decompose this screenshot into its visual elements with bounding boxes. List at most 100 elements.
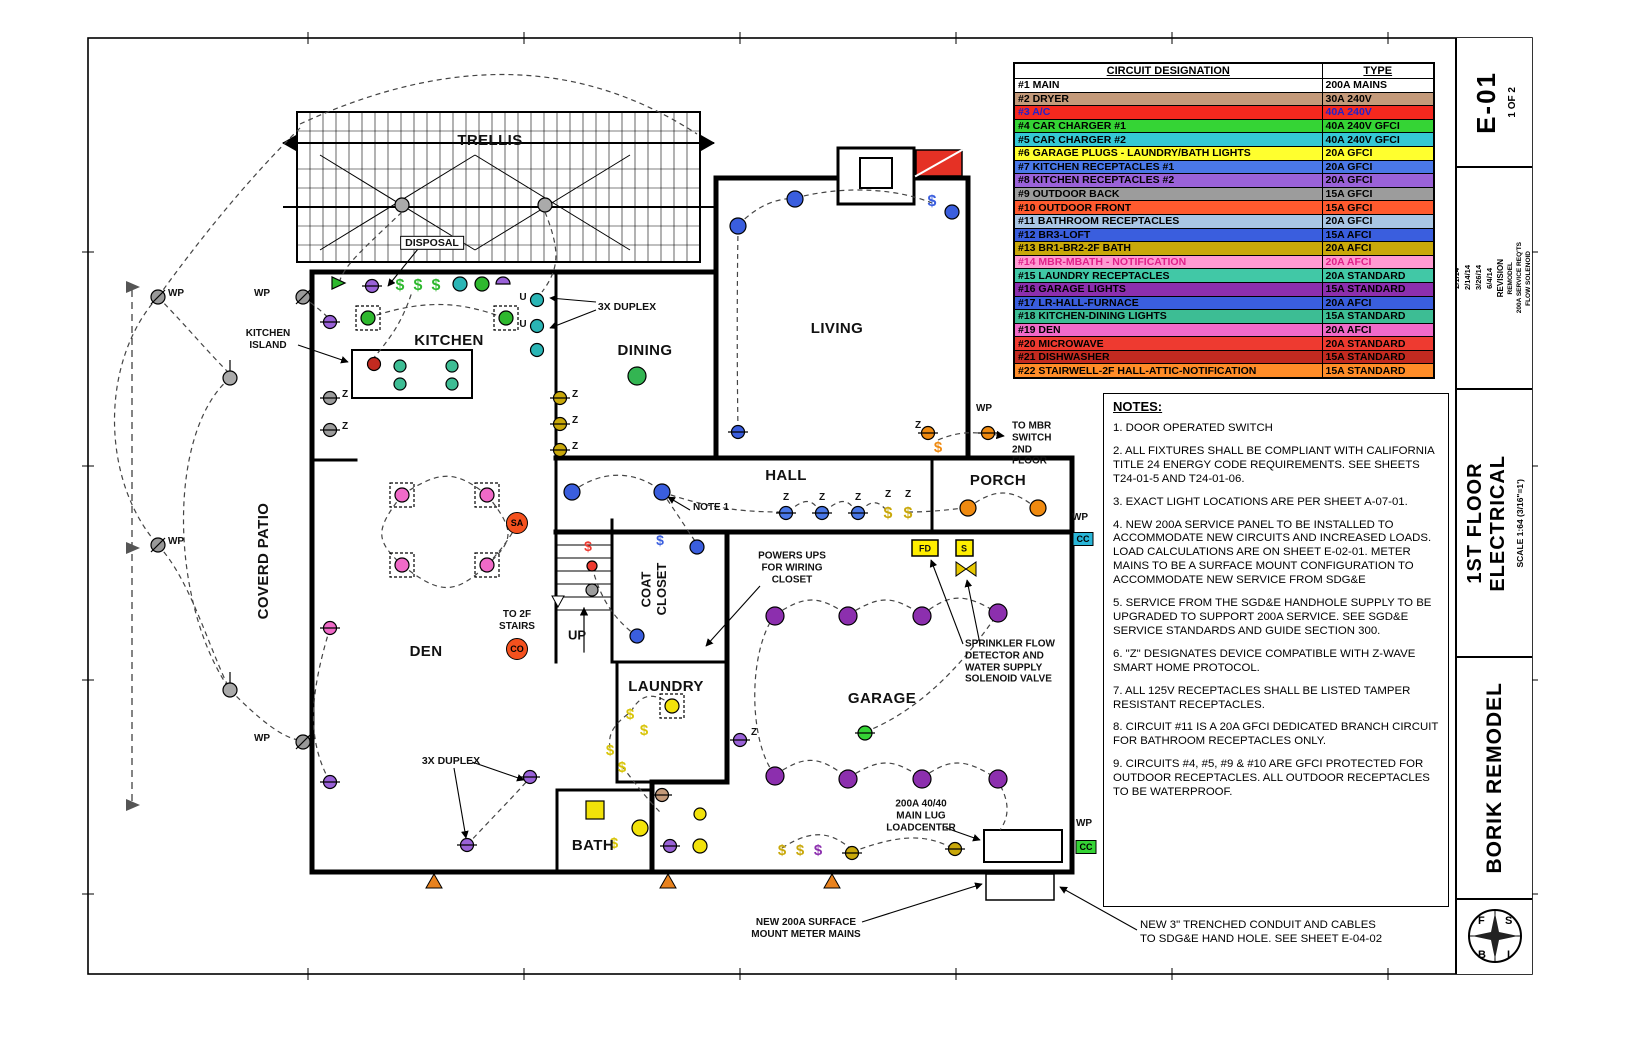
circuit-designation: #21 DISHWASHER — [1013, 349, 1323, 365]
wp-badge: WP — [167, 536, 185, 548]
svg-text:$: $ — [414, 277, 423, 294]
z-badge: Z — [341, 421, 349, 433]
sheet-scale: SCALE 1:64 (3/16"=1') — [1515, 478, 1525, 568]
circuit-designation: #6 GARAGE PLUGS - LAUNDRY/BATH LIGHTS — [1013, 145, 1323, 161]
svg-text:$: $ — [796, 842, 805, 859]
room-label-porch: PORCH — [969, 472, 1027, 490]
notes-panel: NOTES: 1. DOOR OPERATED SWITCH 2. ALL FI… — [1103, 393, 1449, 907]
revision-date: 2/14/14 — [1463, 265, 1473, 291]
svg-text:S: S — [1505, 915, 1512, 927]
revision-date: 3/26/14 — [1474, 265, 1484, 291]
room-label-garage: GARAGE — [847, 690, 917, 708]
note-item: 4. NEW 200A SERVICE PANEL TO BE INSTALLE… — [1113, 518, 1432, 587]
wp-badge: WP — [1071, 512, 1089, 524]
room-label-coverd-patio: COVERD PATIO — [255, 502, 273, 620]
flow-detector-badge: FD — [919, 543, 931, 554]
note-item: 9. CIRCUITS #4, #5, #9 & #10 ARE GFCI PR… — [1113, 758, 1430, 799]
circuit-designation: #15 LAUNDRY RECEPTACLES — [1013, 268, 1323, 283]
u-badge: U — [519, 292, 527, 304]
room-label-up: UP — [567, 627, 587, 643]
electrical-symbols: $ $ $ — [150, 190, 1047, 861]
circuit-designation: #19 DEN — [1013, 322, 1323, 338]
callout-powers-ups: POWERS UPS FOR WIRING CLOSET — [758, 550, 826, 585]
circuit-designation: #12 BR3-LOFT — [1013, 227, 1323, 243]
circuit-designation: #17 LR-HALL-FURNACE — [1013, 295, 1323, 311]
logo-section: F S B I — [1457, 900, 1532, 972]
cc-badge-bottom: CC — [1075, 840, 1097, 854]
note-item: 7. ALL 125V RECEPTACLES SHALL BE LISTED … — [1113, 684, 1411, 711]
room-label-kitchen: KITCHEN — [414, 332, 484, 350]
circuit-designation: #7 KITCHEN RECEPTACLES #1 — [1013, 159, 1323, 175]
circuit-designation: #16 GARAGE LIGHTS — [1013, 281, 1323, 297]
circuit-type: 200A MAINS — [1321, 78, 1435, 93]
callout-kitchen-island: KITCHEN ISLAND — [245, 328, 291, 351]
circuit-type: 20A STANDARD — [1321, 336, 1435, 351]
circuit-designation: #11 BATHROOM RECEPTACLES — [1013, 213, 1323, 229]
circuit-type: 40A 240V — [1321, 105, 1435, 120]
room-label-hall: HALL — [765, 467, 807, 485]
circuit-designation: #1 MAIN — [1013, 78, 1323, 93]
callout-note1: NOTE 1 — [692, 502, 730, 514]
sheet-number-section: E-01 1 OF 2 — [1457, 38, 1532, 168]
circuit-type: 20A AFCI — [1321, 254, 1435, 270]
svg-text:$: $ — [640, 722, 649, 739]
circuit-type: 15A GFCI — [1321, 200, 1435, 215]
svg-text:$: $ — [626, 706, 635, 723]
svg-text:$: $ — [928, 193, 937, 210]
circuit-type: 20A GFCI — [1321, 159, 1435, 175]
svg-text:$: $ — [934, 439, 943, 456]
svg-text:F: F — [1478, 915, 1485, 927]
z-badge: Z — [818, 492, 826, 504]
wp-badge: WP — [975, 403, 993, 415]
circuit-type: 15A STANDARD — [1321, 309, 1435, 324]
smoke-alarm-badge: SA — [506, 512, 528, 534]
room-label-coat-closet: COAT CLOSET — [638, 562, 669, 616]
room-label-laundry: LAUNDRY — [628, 678, 704, 696]
sheet-count: 1 OF 2 — [1507, 86, 1518, 118]
revision-column-header: REVISION — [1496, 258, 1506, 298]
svg-text:$: $ — [656, 532, 664, 548]
room-label-dining: DINING — [617, 342, 673, 360]
svg-text:$: $ — [396, 277, 405, 294]
circuit-designation: #18 KITCHEN-DINING LIGHTS — [1013, 309, 1323, 324]
svg-text:$: $ — [618, 759, 627, 776]
svg-text:$: $ — [904, 505, 913, 522]
leader-arrows — [297, 248, 1138, 931]
svg-text:$: $ — [814, 842, 823, 859]
svg-text:$: $ — [778, 842, 787, 859]
wp-badge: WP — [253, 733, 271, 745]
title-block: E-01 1 OF 2 DATE 2/1/14 2/14/14 3/26/14 … — [1455, 38, 1532, 974]
circuit-table-header-designation: CIRCUIT DESIGNATION — [1013, 62, 1323, 79]
wp-badge: WP — [167, 288, 185, 300]
circuit-type: 20A GFCI — [1321, 173, 1435, 188]
z-badge: Z — [884, 489, 892, 501]
note-item: 8. CIRCUIT #11 IS A 20A GFCI DEDICATED B… — [1113, 721, 1439, 748]
circuit-type: 15A STANDARD — [1321, 281, 1435, 297]
callout-3x-duplex-den: 3X DUPLEX — [421, 754, 481, 767]
circuit-designation: #22 STAIRWELL-2F HALL-ATTIC-NOTIFICATION — [1013, 363, 1323, 379]
circuit-type: 30A 240V — [1321, 91, 1435, 107]
z-badge: Z — [750, 727, 758, 739]
wp-badge: WP — [1075, 818, 1093, 830]
note-item: 6. "Z" DESIGNATES DEVICE COMPATIBLE WITH… — [1113, 647, 1416, 674]
circuit-designation: #20 MICROWAVE — [1013, 336, 1323, 351]
circuit-type: 20A GFCI — [1321, 145, 1435, 161]
sheet-title-section: 1ST FLOOR ELECTRICAL SCALE 1:64 (3/16"=1… — [1457, 390, 1532, 658]
note-item: 5. SERVICE FROM THE SGD&E HANDHOLE SUPPL… — [1113, 597, 1432, 637]
revision-date: 6/4/14 — [1485, 267, 1495, 289]
